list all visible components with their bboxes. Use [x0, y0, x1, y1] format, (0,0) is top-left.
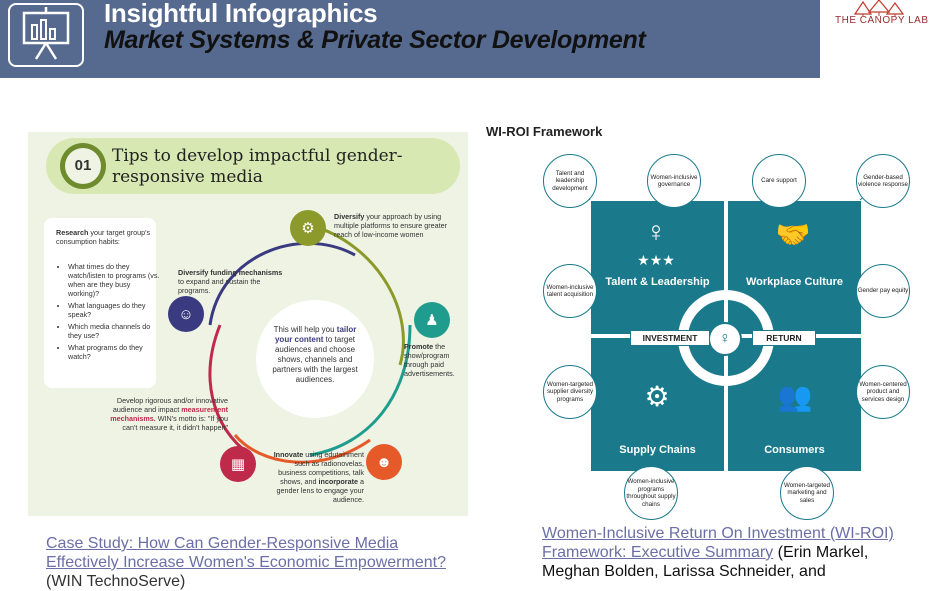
canopy-lab-logo-text: THE CANOPY LAB [835, 15, 929, 26]
innovate-tip: Innovate using edutainment such as radio… [273, 450, 364, 504]
center-circle [256, 300, 374, 418]
woman-leader-icon: ♀ [645, 216, 667, 247]
presentation-board-icon [8, 3, 84, 67]
innovate-people-icon: ☻ [366, 444, 402, 480]
list-item: Which media channels do they use? [68, 322, 160, 340]
bubble-talent-acquisition: Women-inclusive talent acquisition [543, 264, 597, 318]
diversify-network-icon: ⚙ [290, 210, 326, 246]
measurement-tip: Develop rigorous and/or innovative audie… [110, 396, 228, 432]
list-item: What times do they watch/listen to progr… [68, 262, 160, 298]
bubble-inclusive-governance: Women-inclusive governance [647, 154, 701, 208]
list-item: What programs do they watch? [68, 343, 160, 361]
wiroi-summary-link[interactable]: Women-Inclusive Return On Investment (WI… [542, 525, 894, 561]
bubble-talent-development: Talent and leadership development [543, 154, 597, 208]
banner-title: Insightful Infographics [104, 0, 378, 28]
list-item: What languages do they speak? [68, 301, 160, 319]
funding-people-icon: ☺ [168, 296, 204, 332]
bubble-pay-equity: Gender pay equity [856, 264, 910, 318]
quadrant-label-consumers: Consumers [764, 444, 825, 456]
wiroi-caption: Women-Inclusive Return On Investment (WI… [542, 524, 922, 581]
canopy-tree-logo-icon [853, 0, 905, 16]
research-questions-list: What times do they watch/listen to progr… [60, 262, 160, 364]
center-message: This will help you tailor your content t… [272, 325, 358, 384]
return-label: RETURN [752, 330, 816, 346]
research-box [44, 218, 156, 388]
tips-number: 01 [65, 148, 101, 184]
woman-center-icon: ♀ [708, 322, 742, 356]
bubble-marketing-sales: Women-targeted marketing and sales [780, 466, 834, 520]
funding-tip: Diversify funding mechanisms to expand a… [178, 268, 283, 295]
wiroi-title: WI-ROI Framework [486, 124, 603, 139]
quadrant-label-supply-chains: Supply Chains [619, 444, 696, 456]
bubble-care-support: Care support [752, 154, 806, 208]
consumers-icon: 👥 [777, 381, 813, 412]
promote-tip: Promote the show/program through paid ad… [404, 342, 455, 378]
tips-arc-lines [208, 223, 412, 464]
tips-title: Tips to develop impactful gender-respons… [112, 146, 403, 187]
bubble-supply-chain-programs: Women-inclusive programs throughout supp… [624, 466, 678, 520]
diversify-tip: Diversify your approach by using multipl… [334, 212, 448, 239]
bubble-supplier-diversity: Women-targeted supplier diversity progra… [543, 365, 597, 419]
case-study-caption: Case Study: How Can Gender-Responsive Me… [46, 534, 456, 591]
measure-chart-icon: ▦ [220, 446, 256, 482]
handshake-icon: 🤝 [775, 219, 811, 250]
tips-header-pill [46, 138, 460, 194]
wiroi-authors: (Erin Markel, Meghan Bolden, Larissa Sch… [542, 544, 869, 580]
quadrant-label-workplace: Workplace Culture [746, 276, 843, 288]
investment-label: INVESTMENT [630, 330, 710, 346]
header-banner [0, 0, 820, 78]
banner-subtitle: Market Systems & Private Sector Developm… [104, 26, 646, 54]
case-study-link[interactable]: Case Study: How Can Gender-Responsive Me… [46, 535, 446, 571]
bubble-product-design: Women-centered product and services desi… [856, 365, 910, 419]
quadrant-label-talent: Talent & Leadership [605, 276, 710, 288]
three-stars-icon: ★★★ [637, 252, 675, 268]
bubble-gbv-response: Gender-based violence response [856, 154, 910, 208]
gear-cycle-icon: ⚙ [644, 381, 670, 412]
research-heading: Research your target group's consumption… [56, 228, 151, 246]
case-study-source: (WIN TechnoServe) [46, 573, 186, 590]
promote-group-icon: ♟ [414, 302, 450, 338]
